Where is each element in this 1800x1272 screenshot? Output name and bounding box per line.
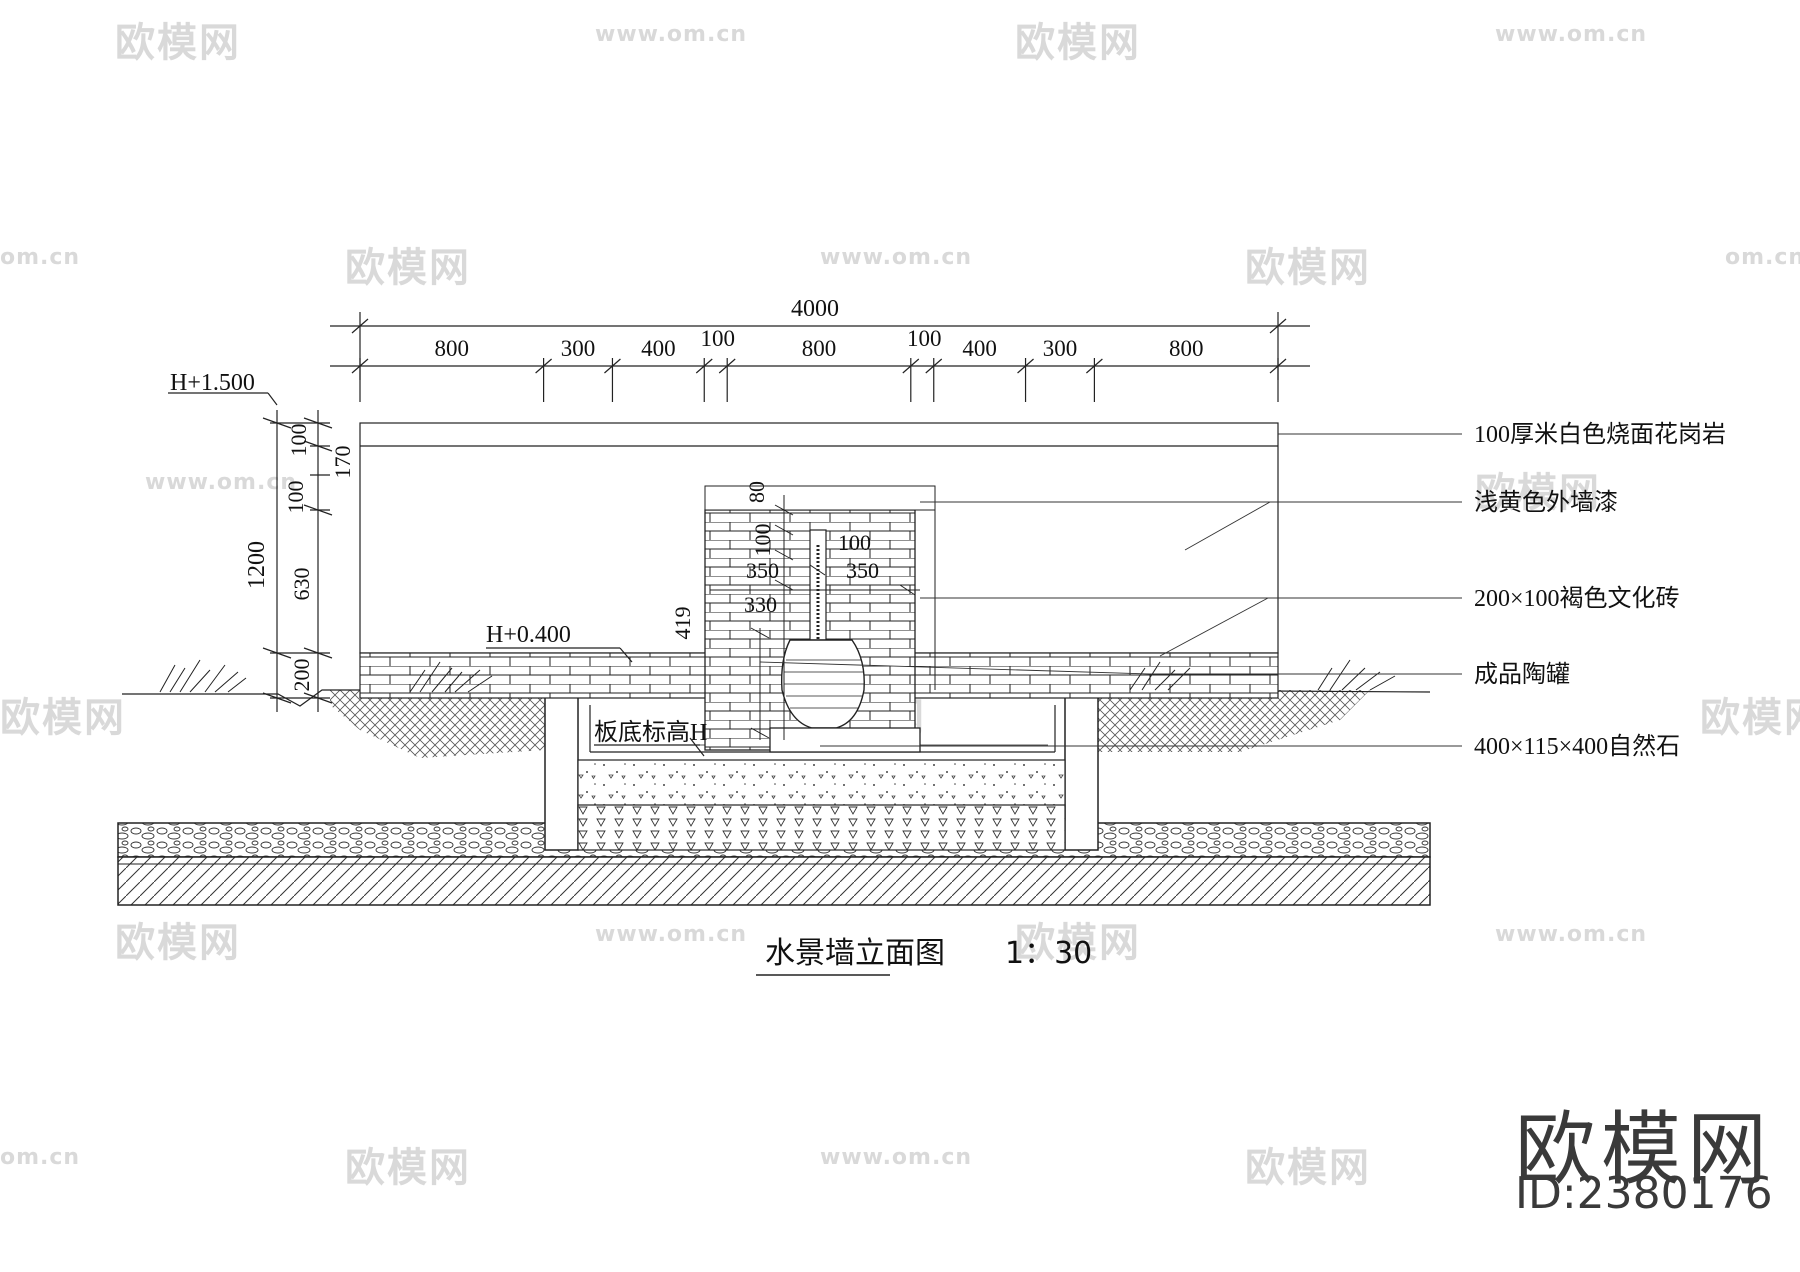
watermark-url: www.om.cn bbox=[595, 922, 748, 947]
watermark-url: www.om.cn bbox=[595, 22, 748, 47]
segment-labels: 800 300 400 100 800 100 400 300 800 bbox=[435, 326, 1204, 361]
overall-width-label: 4000 bbox=[791, 296, 839, 322]
watermark-url: www.om.cn bbox=[820, 245, 973, 270]
dim-cap: 100 bbox=[286, 424, 311, 457]
dim-total-height: 1200 bbox=[244, 541, 270, 589]
segment-label: 800 bbox=[435, 336, 470, 361]
drawing-scale: 1：30 bbox=[1005, 936, 1092, 971]
dim-330: 330 bbox=[744, 592, 777, 617]
watermark-logo: 欧模网 bbox=[345, 245, 471, 291]
brand-logo: 欧模网 bbox=[1515, 1103, 1773, 1196]
segment-label: 100 bbox=[700, 326, 735, 351]
watermark-logo: 欧模网 bbox=[1475, 470, 1601, 516]
callout-leaders bbox=[759, 433, 1462, 747]
dim-mid: 630 bbox=[289, 568, 314, 601]
dim-cap-total: 170 bbox=[330, 446, 355, 479]
callout-granite: 100厚米白色烧面花岗岩 bbox=[1474, 421, 1726, 448]
soil-right bbox=[1098, 690, 1370, 752]
dim-100-left: 100 bbox=[750, 524, 775, 557]
watermark-url: om.cn bbox=[0, 245, 81, 270]
watermark-url: www.om.cn bbox=[1495, 922, 1648, 947]
dimension-tick bbox=[351, 318, 369, 334]
watermark-logo: 欧模网 bbox=[1015, 20, 1141, 66]
watermark-logo: 欧模网 bbox=[1700, 695, 1800, 741]
watermark-url: www.om.cn bbox=[145, 470, 298, 495]
drawing-title: 水景墙立面图 bbox=[765, 936, 945, 971]
callout-brick: 200×100褐色文化砖 bbox=[1474, 585, 1680, 612]
watermark-logo: 欧模网 bbox=[345, 1145, 471, 1191]
dim-350-right: 350 bbox=[846, 558, 879, 583]
segment-label: 800 bbox=[1169, 336, 1204, 361]
left-dimensions bbox=[168, 392, 333, 712]
dim-upper: 100 bbox=[283, 481, 308, 514]
callout-stone: 400×115×400自然石 bbox=[1474, 733, 1680, 760]
soil-left bbox=[330, 690, 545, 758]
segment-label: 800 bbox=[802, 336, 837, 361]
callout-jar: 成品陶罐 bbox=[1474, 661, 1570, 688]
watermark-logo: 欧模网 bbox=[1015, 920, 1141, 966]
segment-label: 400 bbox=[641, 336, 676, 361]
plants bbox=[159, 659, 1396, 693]
pool-basin bbox=[544, 667, 1099, 851]
dim-100-right: 100 bbox=[838, 530, 871, 555]
water-jar bbox=[769, 529, 921, 753]
dim-base: 200 bbox=[289, 659, 314, 692]
watermark-url: www.om.cn bbox=[1495, 22, 1648, 47]
watermark-logo: 欧模网 bbox=[115, 20, 241, 66]
callout-paint: 浅黄色外墙漆 bbox=[1474, 489, 1618, 516]
level-water: H+0.400 bbox=[486, 622, 571, 648]
level-top: H+1.500 bbox=[170, 370, 255, 396]
watermark-logo: 欧模网 bbox=[0, 695, 126, 741]
segment-label: 100 bbox=[907, 326, 942, 351]
center-dimensions bbox=[710, 495, 920, 740]
top-dimensions bbox=[330, 312, 1310, 402]
dim-80: 80 bbox=[744, 481, 769, 503]
watermark-logo: 欧模网 bbox=[1245, 245, 1371, 291]
watermark-url: om.cn bbox=[0, 1145, 81, 1170]
watermark-logo: 欧模网 bbox=[1245, 1145, 1371, 1191]
level-slab: 板底标高H bbox=[594, 719, 707, 746]
segment-label: 400 bbox=[962, 336, 997, 361]
segment-label: 300 bbox=[561, 336, 596, 361]
dim-350-left: 350 bbox=[746, 558, 779, 583]
dim-419: 419 bbox=[670, 607, 695, 640]
brand-id: ID:2380176 bbox=[1515, 1168, 1773, 1219]
watermark-url: www.om.cn bbox=[820, 1145, 973, 1170]
watermark-url: om.cn bbox=[1725, 245, 1800, 270]
dimension-tick bbox=[1269, 318, 1287, 334]
watermark-logo: 欧模网 bbox=[115, 920, 241, 966]
segment-label: 300 bbox=[1043, 336, 1078, 361]
